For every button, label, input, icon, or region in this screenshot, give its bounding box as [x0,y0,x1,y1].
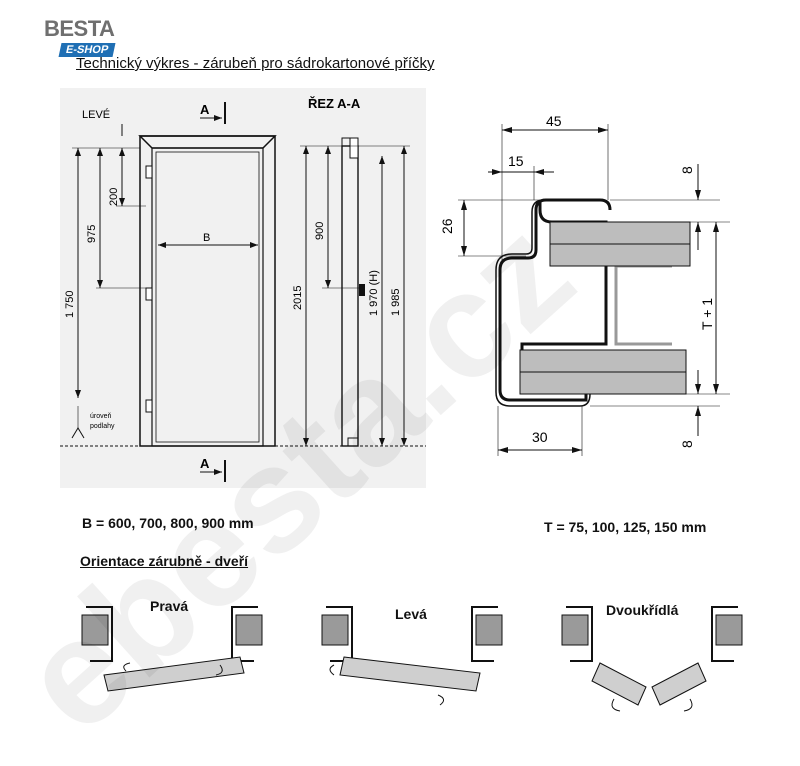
orientation-leva-diagram [321,606,503,706]
dim-45-label: 45 [546,113,562,129]
dim-900-label: 900 [314,222,326,240]
brand-logo-text: BESTA [44,16,115,41]
hinge-icon [145,287,153,301]
orientation-title: Orientace zárubně - dveří [80,553,249,569]
dim-200-label: 200 [108,188,120,206]
dim-26-label: 26 [439,218,455,234]
hinge-icon [145,399,153,413]
orientation-label-leva: Levá [395,606,427,622]
dim-1750-label: 1 750 [64,290,76,318]
orientation-label-dvoukridla: Dvoukřídlá [606,602,679,618]
door-elevation-drawing: B 1 750 975 200 LEVÉ úroveň podlahy A A … [60,88,426,488]
dim-t1-label: T + 1 [699,298,715,330]
dim-1970-label: 1 970 (H) [368,270,380,316]
dim-8-top-label: 8 [679,166,695,174]
b-values-text: B = 600, 700, 800, 900 mm [82,515,254,531]
dim-2015-label: 2015 [292,286,304,310]
orientation-dvoukridla-diagram [561,606,743,712]
orientation-label-prava: Pravá [150,598,189,614]
leve-label: LEVÉ [82,108,110,121]
dim-8-bottom-label: 8 [679,440,695,448]
t-values-text: T = 75, 100, 125, 150 mm [544,519,707,535]
frame-profile-drawing: 45 15 26 8 T + 1 30 8 [439,113,730,456]
section-marker-bottom: A [200,456,210,471]
dim-b-label: B [203,232,210,244]
hinge-icon [145,165,153,179]
orientation-diagrams [81,606,743,712]
section-title: ŘEZ A-A [308,96,361,111]
orientation-prava-diagram [81,606,263,692]
dim-1985-label: 1 985 [390,288,402,316]
dim-30-label: 30 [532,429,548,445]
section-marker-top: A [200,102,210,117]
dim-15-label: 15 [508,153,524,169]
floor-label-1: úroveň [90,413,112,420]
page-title: Technický výkres - zárubeň pro sádrokart… [76,55,435,72]
floor-label-2: podlahy [90,423,115,430]
dim-975-label: 975 [86,225,98,243]
